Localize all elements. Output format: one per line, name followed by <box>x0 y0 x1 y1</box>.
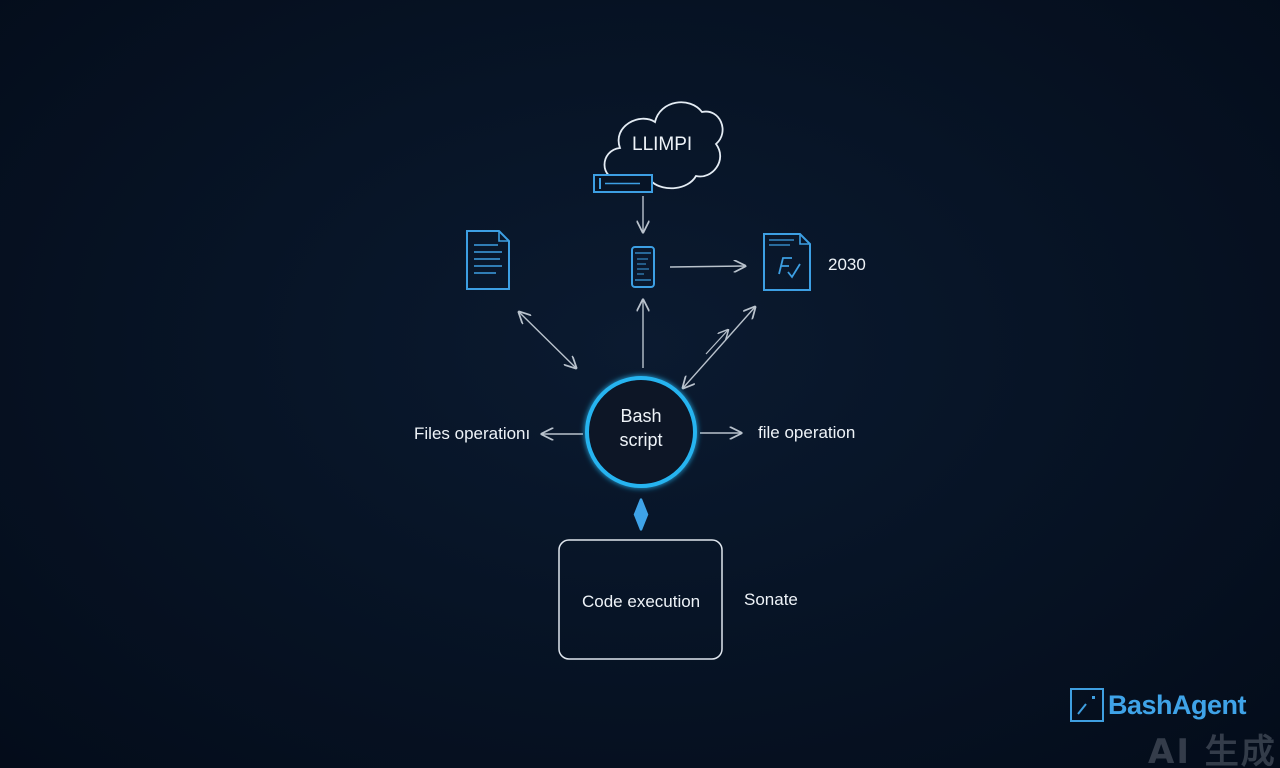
arrow-hub-to-report-inner <box>705 330 728 355</box>
bashagent-logo-icon <box>1070 688 1104 722</box>
hub-label-line2: script <box>619 430 663 450</box>
server-icon <box>593 174 653 193</box>
arrow-hub-to-document <box>519 312 576 368</box>
brand-name: BashAgent <box>1108 689 1247 720</box>
ai-watermark: AI 生成 <box>1148 732 1277 768</box>
side-label: Sonate <box>744 590 798 609</box>
year-label: 2030 <box>828 255 866 274</box>
arrow-hub-to-report <box>683 307 755 388</box>
left-operation-label: Files operationı <box>414 424 531 443</box>
report-document-icon <box>763 233 811 291</box>
code-execution-box <box>558 539 723 660</box>
hub-circle <box>585 376 697 488</box>
arrow-phone-to-report <box>669 266 745 267</box>
hub-label: Bash script <box>586 404 696 452</box>
brand: BashAgent <box>1070 688 1247 722</box>
smartphone-icon <box>631 246 655 288</box>
cloud-label: LLIMPI <box>632 134 693 155</box>
document-icon <box>466 230 510 290</box>
right-operation-label: file operation <box>758 423 856 442</box>
code-execution-label: Code execution <box>582 592 701 611</box>
hub-label-line1: Bash <box>620 406 662 426</box>
cloud-icon <box>603 101 724 190</box>
